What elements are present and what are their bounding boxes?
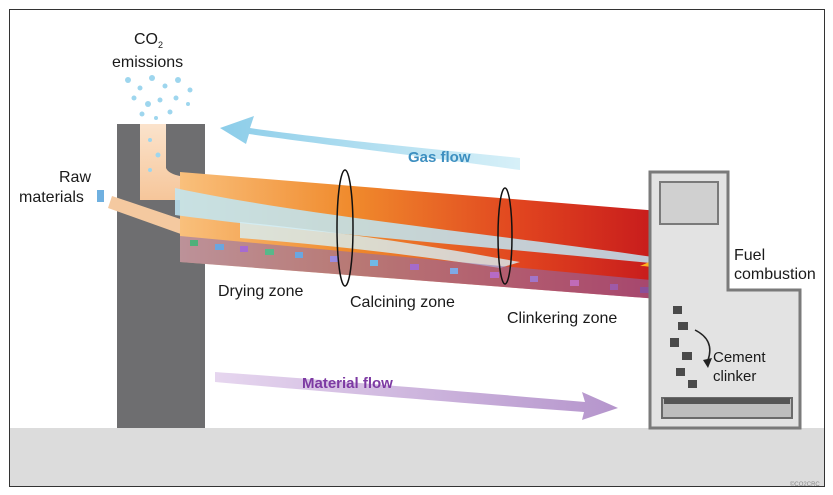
gas-flow-label: Gas flow xyxy=(408,149,471,166)
gas-flow-arrow xyxy=(220,116,520,170)
clinker-arrow-head xyxy=(703,358,712,368)
drying-zone-label: Drying zone xyxy=(218,283,304,300)
clinkering-zone-label: Clinkering zone xyxy=(507,310,618,327)
fuel-clinker-building xyxy=(648,170,802,430)
combustion-label: combustion xyxy=(734,266,816,283)
cement-label: Cement xyxy=(713,349,766,366)
materials-label: materials xyxy=(19,189,84,206)
diagram-frame xyxy=(9,9,825,487)
calcining-zone-label: Calcining zone xyxy=(350,294,455,311)
clinker-tray-fill xyxy=(664,398,790,404)
gas-stream xyxy=(175,188,660,264)
raw-label: Raw xyxy=(58,169,91,186)
rotation-ring-2 xyxy=(497,187,513,285)
material-particles xyxy=(190,240,649,293)
co2-label: CO2 xyxy=(134,31,164,51)
ground xyxy=(10,428,824,486)
cement-clinker-chunks xyxy=(670,306,697,388)
emissions-label: emissions xyxy=(112,54,184,71)
fuel-label: Fuel xyxy=(734,247,766,264)
credit-label: ©CO2CRC xyxy=(790,482,820,488)
raw-materials-icon xyxy=(97,190,104,202)
rotation-ring-1 xyxy=(336,169,354,287)
co2-bubbles xyxy=(125,75,193,172)
raw-material-chute xyxy=(108,196,195,238)
clinker-arrow-icon xyxy=(694,329,711,361)
material-flow-label: Material flow xyxy=(302,375,393,392)
building-window xyxy=(659,181,719,225)
clinker-label: clinker xyxy=(713,368,757,385)
material-flow-arrow xyxy=(215,372,618,420)
gas-stream-lower xyxy=(240,222,520,268)
